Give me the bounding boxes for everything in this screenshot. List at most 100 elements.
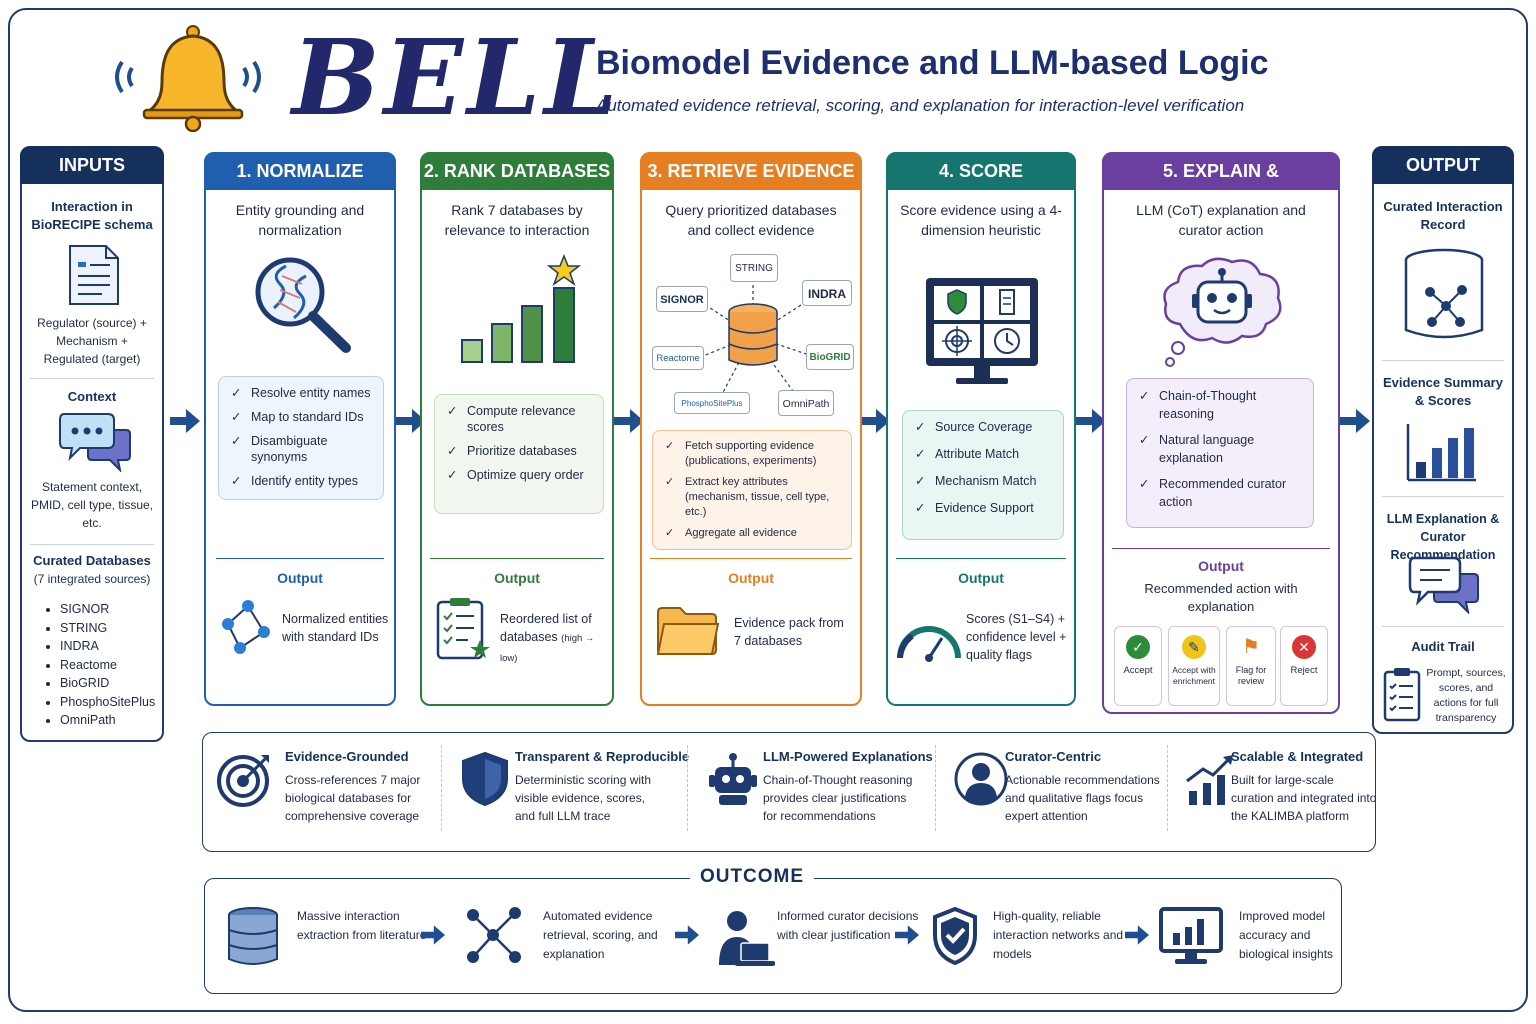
explain-column: 5. EXPLAIN & RECOMMEND LLM (CoT) explana… xyxy=(1102,152,1340,714)
flag-for-review-action[interactable]: ⚑ Flag for review xyxy=(1226,626,1276,706)
record-title: Curated Interaction Record xyxy=(1383,199,1503,232)
database-network-icon xyxy=(1402,248,1486,349)
page-frame xyxy=(8,8,1528,1012)
robot-thought-icon xyxy=(1158,254,1286,375)
check-item: Prioritize databases xyxy=(445,443,593,459)
database-item: PhosphoSitePlus xyxy=(60,693,155,712)
database-list: SIGNOR STRING INDRA Reactome BioGRID Pho… xyxy=(60,600,155,730)
feature-title: Curator-Centric xyxy=(1005,749,1102,764)
feature-item: Evidence-Grounded Cross-references 7 maj… xyxy=(203,733,439,853)
accept-action[interactable]: ✓ Accept xyxy=(1114,626,1162,706)
feature-item: Transparent & Reproducible Deterministic… xyxy=(443,733,689,853)
outcome-item: Informed curator decisions with clear ju… xyxy=(713,879,918,995)
action-label: Accept xyxy=(1123,665,1153,676)
monitor-chart-icon xyxy=(1159,905,1223,969)
database-item: INDRA xyxy=(60,637,155,656)
page-title: Biomodel Evidence and LLM-based Logic xyxy=(596,44,1269,82)
feature-text: Actionable recommendations and qualitati… xyxy=(1005,773,1160,823)
curated-databases-title: Curated Databases xyxy=(33,553,151,568)
network-icon xyxy=(463,905,527,969)
explain-checklist: Chain-of-Thought reasoning Natural langu… xyxy=(1126,378,1314,528)
growth-chart-icon xyxy=(1183,751,1239,807)
audit-trail-title: Audit Trail xyxy=(1411,639,1475,654)
normalize-checklist: Resolve entity names Map to standard IDs… xyxy=(218,376,384,500)
database-hub-diagram: STRING SIGNOR INDRA Reactome BioGRID Pho… xyxy=(648,248,858,418)
outcome-item: Automated evidence retrieval, scoring, a… xyxy=(463,879,677,995)
outcome-item: Massive interaction extraction from lite… xyxy=(225,879,439,995)
check-item: Identify entity types xyxy=(229,473,373,489)
outcome-text: Informed curator decisions with clear ju… xyxy=(777,909,919,942)
flow-arrow-icon xyxy=(614,409,644,433)
accept-with-enrichment-action[interactable]: ✎ Accept with enrichment xyxy=(1168,626,1220,706)
reject-action[interactable]: ✕ Reject xyxy=(1280,626,1328,706)
check-item: Compute relevance scores xyxy=(445,403,593,435)
accept-icon: ✓ xyxy=(1126,635,1150,659)
outcome-item: High-quality, reliable interaction netwo… xyxy=(931,879,1127,995)
robot-icon xyxy=(705,751,761,807)
retrieve-checklist: Fetch supporting evidence (publications,… xyxy=(652,430,852,550)
rank-output-text: Reordered list of databases (high → low) xyxy=(500,610,612,668)
interaction-title: Interaction in BioRECIPE schema xyxy=(31,199,153,232)
context-text: Statement context, PMID, cell type, tiss… xyxy=(30,480,154,530)
check-item: Resolve entity names xyxy=(229,385,373,401)
normalize-output-label: Output xyxy=(277,570,323,586)
bar-chart-icon xyxy=(1406,422,1478,487)
bar-chart-star-icon xyxy=(458,253,582,371)
outcome-arrow-icon xyxy=(895,925,919,945)
action-label: Flag for review xyxy=(1235,665,1267,686)
inputs-column: INPUTS Interaction in BioRECIPE schema R… xyxy=(20,146,164,742)
feature-title: Transparent & Reproducible xyxy=(515,749,690,764)
folder-icon xyxy=(656,606,720,661)
outcome-arrow-icon xyxy=(675,925,699,945)
output-column: OUTPUT Curated Interaction Record Eviden… xyxy=(1372,146,1514,734)
dna-magnifier-icon xyxy=(250,254,354,359)
flow-arrow-icon xyxy=(170,409,200,433)
normalize-output-text: Normalized entities with standard IDs xyxy=(282,612,389,644)
gauge-icon xyxy=(896,622,962,667)
flag-icon: ⚑ xyxy=(1239,635,1263,659)
explain-output-label: Output xyxy=(1198,558,1244,574)
db-node: INDRA xyxy=(802,280,852,306)
action-label: Accept with enrichment xyxy=(1172,665,1216,686)
outcome-item: Improved model accuracy and biological i… xyxy=(1159,879,1339,995)
flow-arrow-icon xyxy=(396,409,426,433)
user-icon xyxy=(953,751,1009,807)
clipboard-list-icon xyxy=(434,596,492,667)
retrieve-description: Query prioritized databases and collect … xyxy=(665,202,837,238)
explain-output-text: Recommended action with explanation xyxy=(1144,581,1298,614)
retrieve-output-label: Output xyxy=(728,570,774,586)
outcome-text: Massive interaction extraction from lite… xyxy=(297,909,427,942)
outcome-title: OUTCOME xyxy=(690,866,814,888)
check-item: Map to standard IDs xyxy=(229,409,373,425)
database-item: STRING xyxy=(60,619,155,638)
target-icon xyxy=(217,751,273,807)
feature-title: Evidence-Grounded xyxy=(285,749,409,764)
flow-arrow-icon xyxy=(1340,409,1370,433)
features-strip: Evidence-Grounded Cross-references 7 maj… xyxy=(202,732,1376,852)
rank-checklist: Compute relevance scores Prioritize data… xyxy=(434,394,604,514)
flow-arrow-icon xyxy=(1076,409,1106,433)
explain-description: LLM (CoT) explanation and curator action xyxy=(1136,202,1306,238)
output-heading: OUTPUT xyxy=(1372,146,1514,184)
score-output-text: Scores (S1–S4) + confidence level + qual… xyxy=(966,612,1067,662)
summary-title: Evidence Summary & Scores xyxy=(1383,375,1503,408)
document-icon xyxy=(66,244,122,311)
clipboard-icon xyxy=(1382,666,1422,727)
page-subtitle: Automated evidence retrieval, scoring, a… xyxy=(596,96,1245,115)
score-column: 4. SCORE Score evidence using a 4-dimens… xyxy=(886,152,1076,706)
outcome-section: Massive interaction extraction from lite… xyxy=(204,878,1342,994)
rank-output-label: Output xyxy=(494,570,540,586)
feature-item: LLM-Powered Explanations Chain-of-Though… xyxy=(691,733,933,853)
db-node: SIGNOR xyxy=(656,286,708,312)
rank-output-note: (high → low) xyxy=(500,633,595,664)
feature-item: Curator-Centric Actionable recommendatio… xyxy=(939,733,1167,853)
check-item: Disambiguate synonyms xyxy=(229,433,373,465)
db-node: PhosphoSitePlus xyxy=(674,392,750,414)
pencil-icon: ✎ xyxy=(1182,635,1206,659)
feature-text: Deterministic scoring with visible evide… xyxy=(515,773,652,823)
shield-check-icon xyxy=(931,905,995,969)
check-item: Fetch supporting evidence (publications,… xyxy=(663,439,841,469)
feature-item: Scalable & Integrated Built for large-sc… xyxy=(1169,733,1376,853)
db-node: Reactome xyxy=(652,346,704,370)
database-item: OmniPath xyxy=(60,711,155,730)
